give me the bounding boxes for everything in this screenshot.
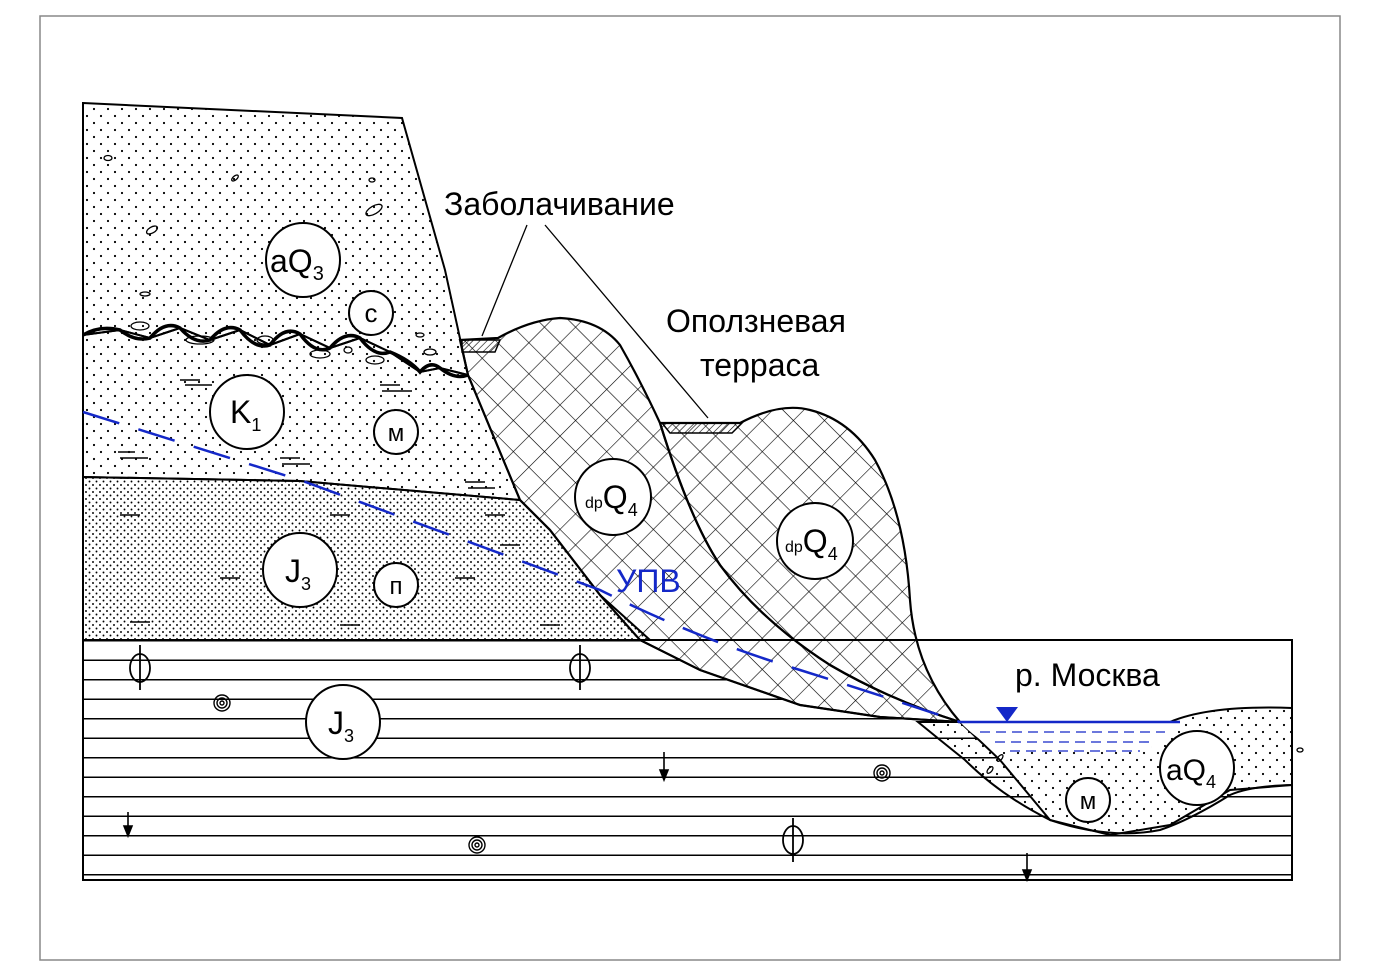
groundwater-level-line bbox=[82, 410, 961, 724]
svg-text:dpQ4: dpQ4 bbox=[585, 479, 638, 520]
clay-lens-symbols bbox=[118, 379, 560, 626]
label-terrace-line2: терраса bbox=[700, 347, 819, 383]
svg-text:п: п bbox=[390, 573, 403, 600]
svg-text:K1: K1 bbox=[230, 394, 261, 435]
unit-label-m-lower: м bbox=[1065, 777, 1111, 823]
label-river: р. Москва bbox=[1015, 657, 1160, 693]
river-level-marker-icon bbox=[996, 707, 1018, 722]
svg-text:J3: J3 bbox=[328, 705, 354, 746]
swamp-patch-upper bbox=[461, 339, 502, 353]
unit-label-m-upper: м bbox=[373, 409, 419, 455]
erosion-contact bbox=[82, 323, 469, 379]
svg-text:м: м bbox=[1080, 788, 1097, 815]
fossil-shell-icons bbox=[122, 752, 1033, 883]
leader-lines bbox=[481, 224, 709, 419]
river-water-dashes bbox=[980, 731, 1165, 752]
svg-text:с: с bbox=[365, 298, 378, 328]
unit-label-p: п bbox=[373, 562, 419, 608]
svg-text:J3: J3 bbox=[285, 553, 311, 594]
unit-label-dpq4-lower: dpQ4 bbox=[776, 502, 854, 580]
svg-text:aQ3: aQ3 bbox=[270, 243, 324, 285]
unit-label-dpq4-upper: dpQ4 bbox=[574, 458, 652, 536]
unit-label-aq3: aQ3 bbox=[265, 222, 341, 298]
unit-label-aq4: aQ4 bbox=[1159, 730, 1235, 806]
svg-text:dpQ4: dpQ4 bbox=[785, 523, 838, 564]
frame-border bbox=[39, 15, 1341, 961]
fossil-belemnite-icons bbox=[129, 645, 804, 862]
svg-text:м: м bbox=[388, 420, 405, 447]
svg-text:aQ4: aQ4 bbox=[1166, 754, 1216, 792]
unit-label-j3-sand: J3 bbox=[262, 532, 338, 608]
swamp-patch-terrace bbox=[660, 422, 744, 434]
label-groundwater: УПВ bbox=[616, 563, 681, 599]
unit-label-k1: K1 bbox=[209, 374, 285, 450]
label-terrace-line1: Оползневая bbox=[666, 303, 846, 339]
label-swamping: Заболачивание bbox=[444, 186, 675, 222]
unit-label-c: с bbox=[348, 290, 394, 336]
fossil-ammonite-icons bbox=[213, 694, 891, 854]
river-water bbox=[960, 722, 1178, 752]
unit-label-j3-clay: J3 bbox=[305, 684, 381, 760]
